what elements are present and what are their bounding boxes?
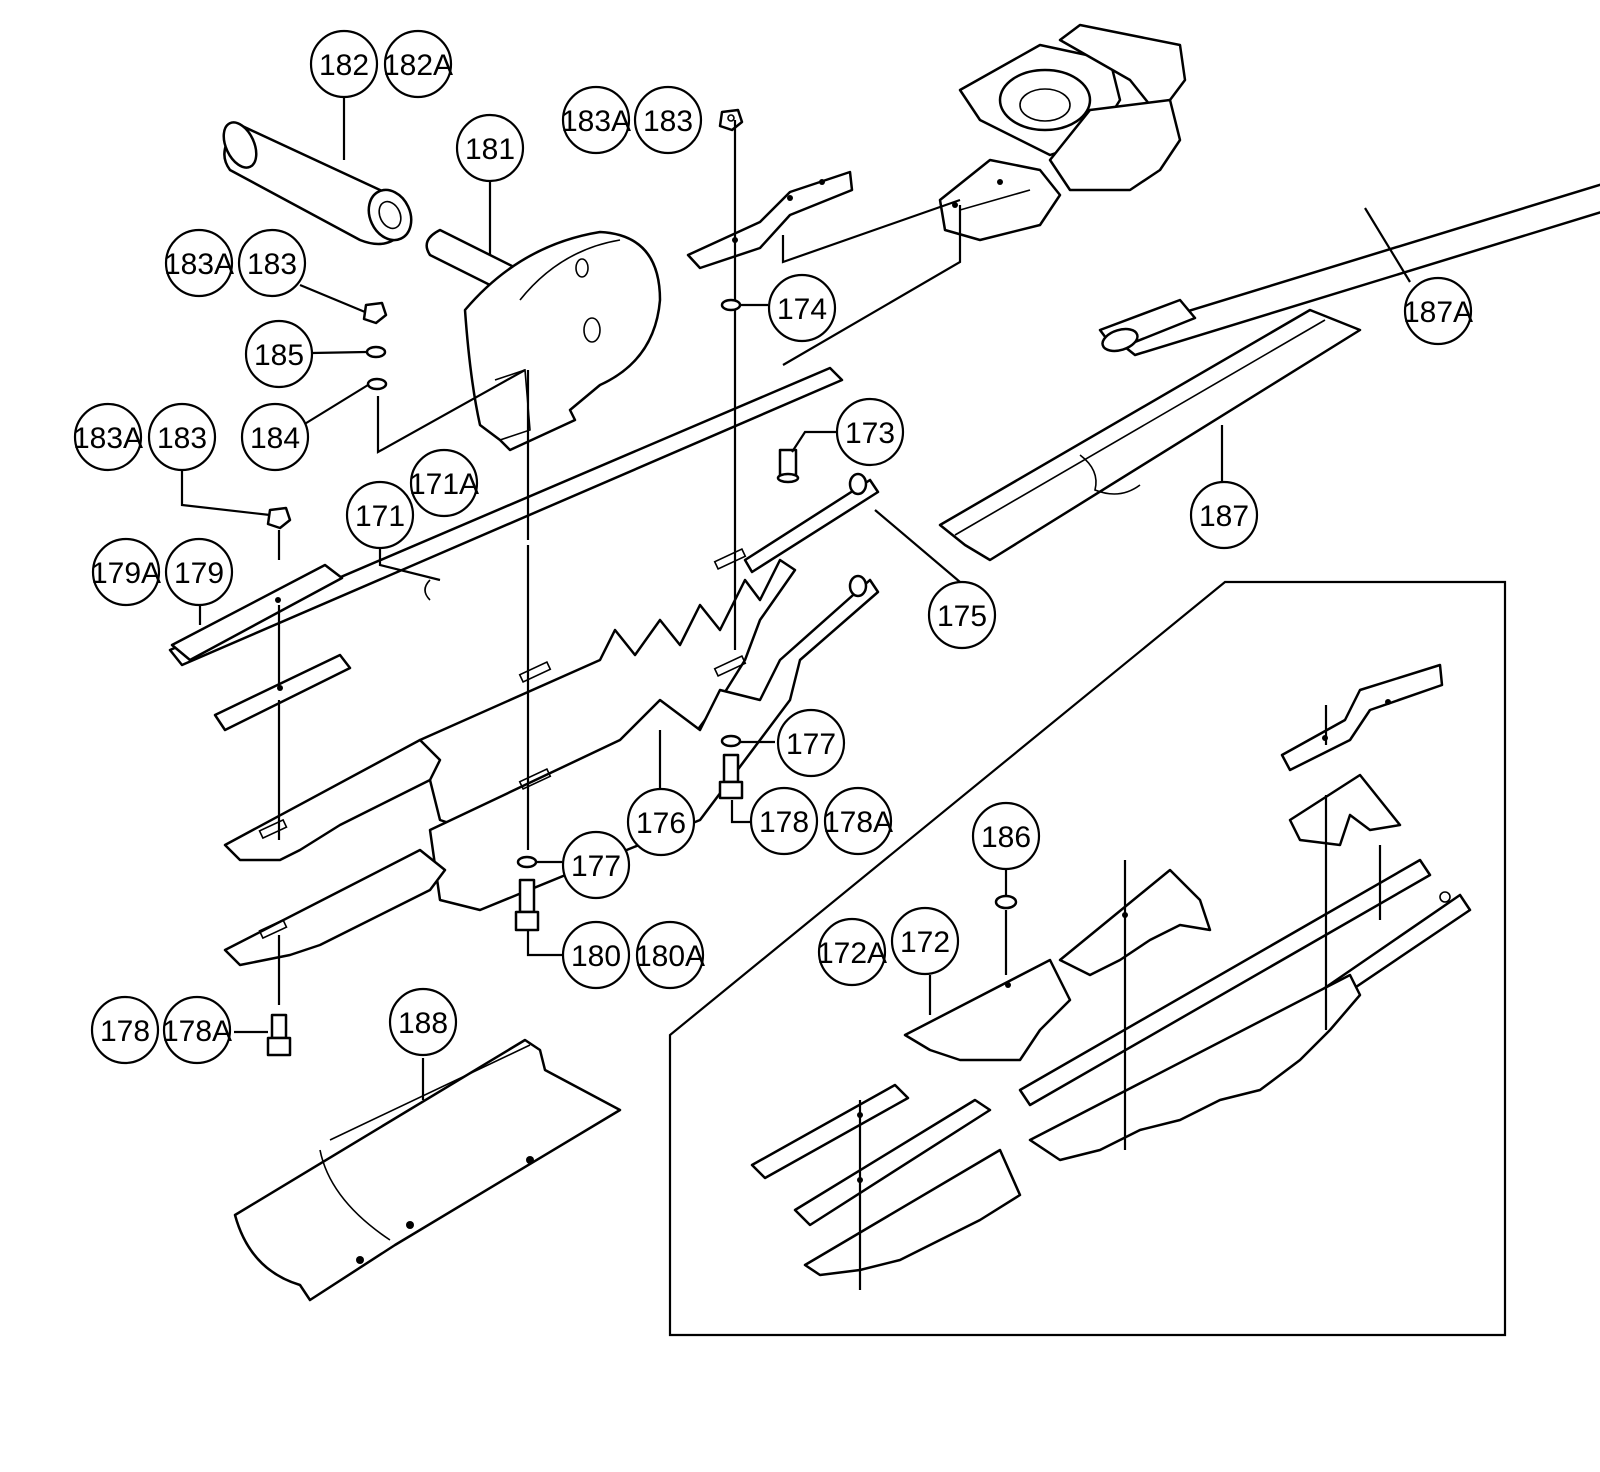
washer-174-part	[720, 298, 742, 312]
nut-183-top-part	[718, 108, 744, 132]
callout-label: 173	[845, 417, 895, 450]
callout-188: 188	[388, 987, 458, 1057]
callout-187: 187	[1189, 480, 1259, 550]
callout-183-top: 183	[633, 85, 703, 155]
callout-label: 172	[900, 926, 950, 959]
callout-174: 174	[767, 273, 837, 343]
callout-label: 187A	[1403, 296, 1473, 329]
callout-185: 185	[244, 319, 314, 389]
callout-label: 180	[571, 940, 621, 973]
leader-lines	[180, 97, 1411, 1290]
callout-180a: 180A	[635, 920, 705, 990]
callout-label: 180A	[635, 940, 705, 973]
callout-171a: 171A	[409, 448, 479, 518]
callout-label: 175	[937, 600, 987, 633]
callout-label: 183A	[73, 422, 143, 455]
callout-178-right: 178	[749, 786, 819, 856]
callout-label: 178A	[162, 1015, 232, 1048]
guard-plate-part	[425, 228, 662, 452]
callout-182a: 182A	[383, 29, 453, 99]
nut-183-low-part	[266, 506, 292, 530]
callout-label: 184	[250, 422, 300, 455]
bolt-180-part	[514, 878, 540, 932]
callout-184: 184	[240, 402, 310, 472]
washer-184-part	[366, 377, 388, 391]
spacer-179-part	[170, 563, 344, 662]
callout-label: 179A	[91, 557, 161, 590]
bolt-178-left-part	[266, 1013, 292, 1057]
callout-label: 182	[319, 49, 369, 82]
callout-label: 187	[1199, 500, 1249, 533]
callout-label: 183	[247, 248, 297, 281]
callout-label: 186	[981, 821, 1031, 854]
inset-frame	[668, 580, 1507, 1337]
callout-183-low: 183	[147, 402, 217, 472]
left-blade-section-part	[223, 738, 447, 967]
callout-186: 186	[971, 801, 1041, 871]
callout-label: 177	[786, 728, 836, 761]
callout-label: 178	[100, 1015, 150, 1048]
callout-183a-mid: 183A	[164, 228, 234, 298]
callout-180: 180	[561, 920, 631, 990]
bolt-178-right-part	[718, 753, 744, 800]
washer-177-right-part	[720, 734, 742, 748]
callout-label: 183	[157, 422, 207, 455]
callout-181: 181	[455, 113, 525, 183]
callout-182: 182	[309, 29, 379, 99]
callout-label: 172A	[817, 937, 887, 970]
callout-183a-low: 183A	[73, 402, 143, 472]
washer-177-mid-part	[516, 855, 538, 869]
callout-176: 176	[626, 787, 696, 857]
spacer-plate-top-part	[686, 170, 854, 270]
callout-label: 178A	[823, 806, 893, 839]
callout-label: 183	[643, 105, 693, 138]
callout-label: 183A	[164, 248, 234, 281]
callout-183-mid: 183	[237, 228, 307, 298]
callout-172a: 172A	[817, 917, 887, 987]
callout-173: 173	[835, 397, 905, 467]
callout-179: 179	[164, 537, 234, 607]
callout-179a: 179A	[91, 537, 161, 607]
callout-178a-right: 178A	[823, 786, 893, 856]
callout-183a-top: 183A	[561, 85, 631, 155]
callout-label: 171A	[409, 468, 479, 501]
callout-177-mid: 177	[561, 830, 631, 900]
callout-177-right: 177	[776, 708, 846, 778]
blade-cover-188-part	[233, 1038, 622, 1302]
bolt-173-part	[776, 448, 800, 484]
callout-label: 178	[759, 806, 809, 839]
nut-183-mid-part	[362, 301, 388, 325]
callout-171: 171	[345, 480, 415, 550]
blade-bar-171-part	[168, 366, 844, 667]
tube-187-part	[938, 308, 1362, 562]
callout-label: 182A	[383, 49, 453, 82]
inset-assembly-part	[750, 663, 1472, 1277]
lower-blade-part	[428, 574, 880, 912]
backing-bar-part	[213, 653, 352, 732]
callout-175: 175	[927, 580, 997, 650]
callout-172: 172	[890, 906, 960, 976]
callout-label: 179	[174, 557, 224, 590]
callout-label: 188	[398, 1007, 448, 1040]
callout-label: 176	[636, 807, 686, 840]
callout-label: 177	[571, 850, 621, 883]
connecting-rod-175-part	[743, 472, 880, 574]
callout-178a-left: 178A	[162, 995, 232, 1065]
lock-washer-185-part	[365, 345, 387, 359]
callout-label: 183A	[561, 105, 631, 138]
callout-187a: 187A	[1403, 276, 1473, 346]
shaft-187a-part	[1098, 183, 1600, 357]
callout-178-left: 178	[90, 995, 160, 1065]
callout-label: 181	[465, 133, 515, 166]
gearbox-part	[938, 23, 1187, 242]
callout-label: 171	[355, 500, 405, 533]
callout-label: 185	[254, 339, 304, 372]
callout-label: 174	[777, 293, 827, 326]
grip-handle-part	[222, 121, 413, 246]
